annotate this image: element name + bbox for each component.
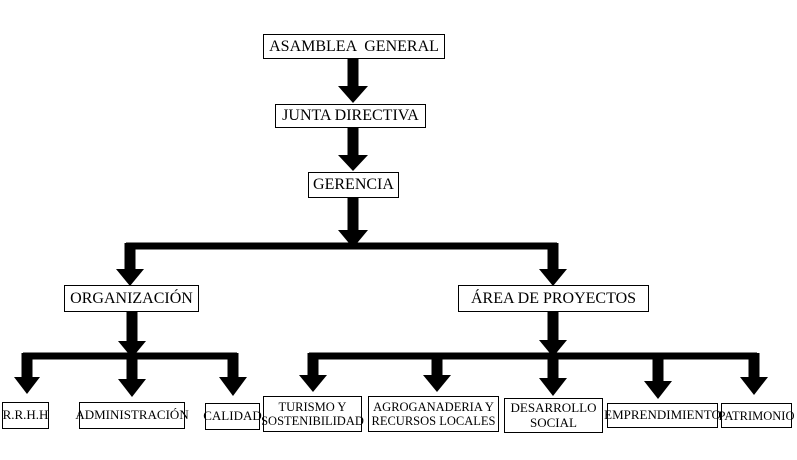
- arrow-split-to-area-proyectos: [539, 243, 567, 286]
- node-administracion: ADMINISTRACIÓN: [75, 402, 189, 429]
- arrow-area-proyectos-to-split: [539, 312, 567, 357]
- node-patrimonio: PATRIMONIO: [719, 403, 794, 428]
- node-junta-directiva: JUNTA DIRECTIVA: [275, 104, 426, 128]
- node-asamblea-general: ASAMBLEA GENERAL: [263, 34, 445, 59]
- arrow-to-emprendimiento: [644, 357, 672, 399]
- arrow-to-administracion: [118, 357, 146, 397]
- arrow-to-calidad: [219, 353, 247, 396]
- arrow-asamblea-to-junta: [338, 59, 368, 103]
- arrow-to-rrhh: [14, 353, 40, 394]
- arrow-junta-to-gerencia: [338, 128, 368, 171]
- arrow-gerencia-to-split: [338, 198, 368, 248]
- arrow-to-turismo: [299, 353, 327, 392]
- arrow-to-patrimonio: [740, 353, 768, 395]
- node-organizacion: ORGANIZACIÓN: [64, 285, 199, 312]
- node-emprendimiento: EMPRENDIMIENTO: [604, 403, 721, 428]
- node-rrhh: R.R.H.H: [2, 402, 49, 429]
- arrow-to-agroganaderia: [423, 357, 451, 392]
- arrow-to-desarrollo-social: [539, 357, 567, 396]
- node-calidad: CALIDAD: [203, 403, 262, 430]
- node-gerencia: GERENCIA: [308, 172, 399, 198]
- node-turismo-y-sostenibilidad: TURISMO Y SOSTENIBILIDAD: [261, 396, 364, 432]
- node-desarrollo-social: DESARROLLO SOCIAL: [504, 398, 603, 433]
- arrow-split-to-organizacion: [116, 243, 144, 286]
- node-area-de-proyectos: ÁREA DE PROYECTOS: [458, 285, 649, 312]
- node-agroganaderia-y-recursos-locales: AGROGANADERIA Y RECURSOS LOCALES: [368, 396, 499, 432]
- arrow-organizacion-to-split: [118, 311, 146, 358]
